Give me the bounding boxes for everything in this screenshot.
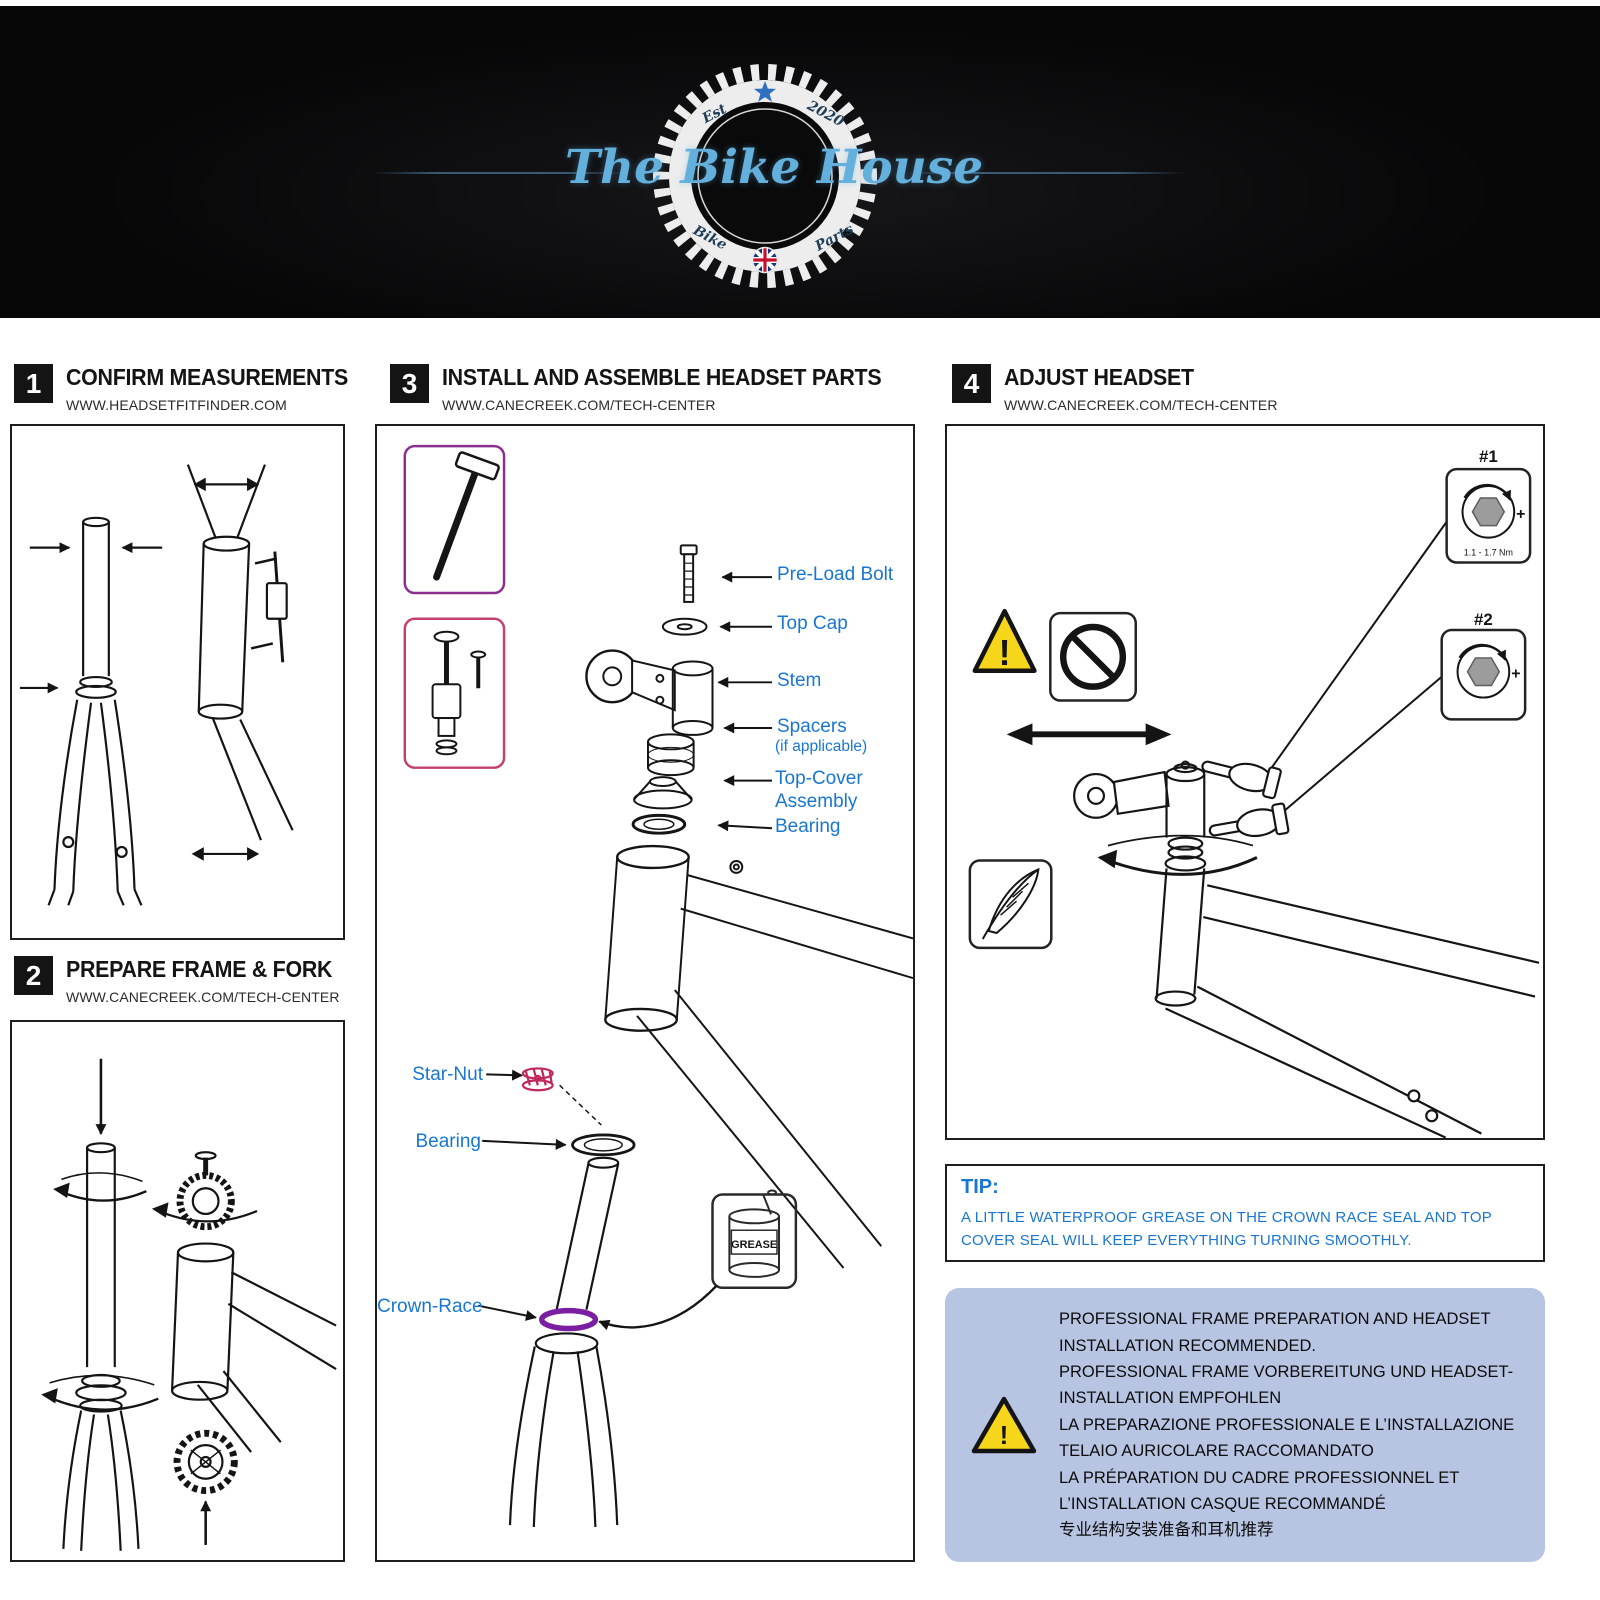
section-3-number: 3 [390, 364, 429, 403]
warning-line: LA PRÉPARATION DU CADRE PROFESSIONNEL ET… [1059, 1468, 1460, 1513]
top-cover-part [633, 776, 693, 810]
headset-exploded-diagram: GREASE [403, 444, 913, 1528]
panel-install-assemble: GREASE Pre-Load Bolt Top Cap Stem Spacer… [375, 424, 915, 1562]
section-3-header: 3 INSTALL AND ASSEMBLE HEADSET PARTS WWW… [390, 364, 914, 413]
warning-line: PROFESSIONAL FRAME VORBEREITUNG UND HEAD… [1059, 1363, 1514, 1408]
section-3-url: WWW.CANECREEK.COM/TECH-CENTER [442, 397, 716, 413]
section-1-number: 1 [14, 364, 53, 403]
top-cap-part [661, 617, 708, 636]
star-nut-setter-icon [403, 617, 506, 769]
uk-flag-icon [751, 246, 779, 274]
section-2-url: WWW.CANECREEK.COM/TECH-CENTER [66, 989, 340, 1005]
panel-adjust-headset: + 1.1 - 1.7 Nm #1 + #2 ! [945, 424, 1545, 1140]
hammer-icon [403, 444, 506, 595]
fork-crown-race-part [539, 1307, 599, 1332]
panel-confirm-measurements [10, 424, 345, 940]
feather-icon [968, 859, 1053, 950]
panel-prepare-frame-fork [10, 1020, 345, 1562]
label-bearing-lower: Bearing [415, 1131, 482, 1152]
section-1-url: WWW.HEADSETFITFINDER.COM [66, 397, 287, 413]
label-top-cover-2: Assembly [775, 791, 858, 812]
label-stem: Stem [777, 670, 822, 691]
section-3-title: INSTALL AND ASSEMBLE HEADSET PARTS [442, 364, 882, 390]
section-2-title: PREPARE FRAME & FORK [66, 956, 333, 982]
bearing-part [631, 813, 687, 835]
star-icon [754, 81, 776, 102]
warning-line: LA PREPARAZIONE PROFESSIONALE E L’INSTAL… [1059, 1415, 1515, 1461]
preload-bolt-part [679, 544, 698, 603]
tool2-label: #2 [1474, 610, 1493, 629]
label-bearing-upper: Bearing [775, 816, 841, 837]
tip-heading: TIP: [961, 1176, 999, 1198]
grease-can-icon: GREASE [711, 1189, 798, 1290]
lower-bearing-part [571, 1133, 636, 1157]
label-crown-race: Crown-Race [377, 1296, 483, 1317]
frame-prep-diagram [41, 1058, 337, 1551]
header-banner: Est 2020 Bike Parts The Bike House [0, 6, 1600, 318]
section-4-header: 4 ADJUST HEADSET WWW.CANECREEK.COM/TECH-… [952, 364, 1278, 413]
tool1-label: #1 [1479, 447, 1498, 466]
label-preload-bolt: Pre-Load Bolt [777, 564, 894, 585]
label-top-cap: Top Cap [777, 613, 848, 634]
grease-arrow [598, 1284, 718, 1331]
tool1-torque: 1.1 - 1.7 Nm [1464, 548, 1513, 558]
measurement-diagram [19, 464, 294, 906]
tool2-plus: + [1511, 666, 1520, 683]
section-2-number: 2 [14, 956, 53, 995]
fork-diagram [508, 1133, 636, 1528]
stem-assembly-diagram [1073, 760, 1540, 1138]
professional-warning-box: ! PROFESSIONAL FRAME PREPARATION AND HEA… [945, 1288, 1545, 1562]
section-1-title: CONFIRM MEASUREMENTS [66, 364, 349, 390]
label-top-cover-1: Top-Cover [775, 768, 863, 789]
brand-name: The Bike House [565, 140, 984, 195]
header-divider-right [902, 172, 1186, 174]
warning-exclamation: ! [999, 633, 1011, 673]
warning-text: PROFESSIONAL FRAME PREPARATION AND HEADS… [1059, 1306, 1525, 1544]
star-nut-part [521, 1067, 554, 1092]
warning-triangle-icon: ! [971, 1396, 1037, 1454]
no-rotation-icon [1049, 611, 1137, 702]
section-4-title: ADJUST HEADSET [1004, 364, 1194, 390]
warning-exclamation: ! [1000, 1420, 1009, 1450]
stem-part [585, 649, 714, 736]
gear-logo [653, 64, 877, 288]
label-arrows [478, 571, 773, 1321]
warning-line: PROFESSIONAL FRAME PREPARATION AND HEADS… [1059, 1310, 1491, 1355]
tip-box: TIP: A LITTLE WATERPROOF GREASE ON THE C… [945, 1164, 1545, 1262]
star-nut-dashed-line [559, 1084, 602, 1126]
section-4-url: WWW.CANECREEK.COM/TECH-CENTER [1004, 397, 1278, 413]
tool1-plus: + [1516, 506, 1525, 523]
adjust-headset-diagram: + 1.1 - 1.7 Nm #1 + #2 ! [968, 447, 1540, 1138]
section-1-header: 1 CONFIRM MEASUREMENTS WWW.HEADSETFITFIN… [14, 364, 369, 413]
label-star-nut: Star-Nut [412, 1064, 483, 1085]
header-divider-left [372, 172, 630, 174]
grease-label: GREASE [731, 1239, 777, 1251]
warning-line: 专业结构安装准备和耳机推荐 [1059, 1521, 1274, 1540]
tip-body: A LITTLE WATERPROOF GREASE ON THE CROWN … [961, 1209, 1492, 1250]
section-4-number: 4 [952, 364, 991, 403]
label-spacers-note: (if applicable) [775, 738, 868, 755]
hex-tool-2-icon: + [1440, 628, 1527, 721]
label-spacers: Spacers [777, 716, 847, 737]
hex-tool-1-icon: + 1.1 - 1.7 Nm [1445, 467, 1532, 564]
double-arrow-icon [1006, 723, 1172, 746]
head-tube-frame [604, 844, 913, 1269]
spacers-part [646, 733, 695, 777]
section-2-header: 2 PREPARE FRAME & FORK WWW.CANECREEK.COM… [14, 956, 352, 1005]
warning-triangle-icon: ! [972, 608, 1037, 673]
hand-icon [1201, 760, 1290, 838]
